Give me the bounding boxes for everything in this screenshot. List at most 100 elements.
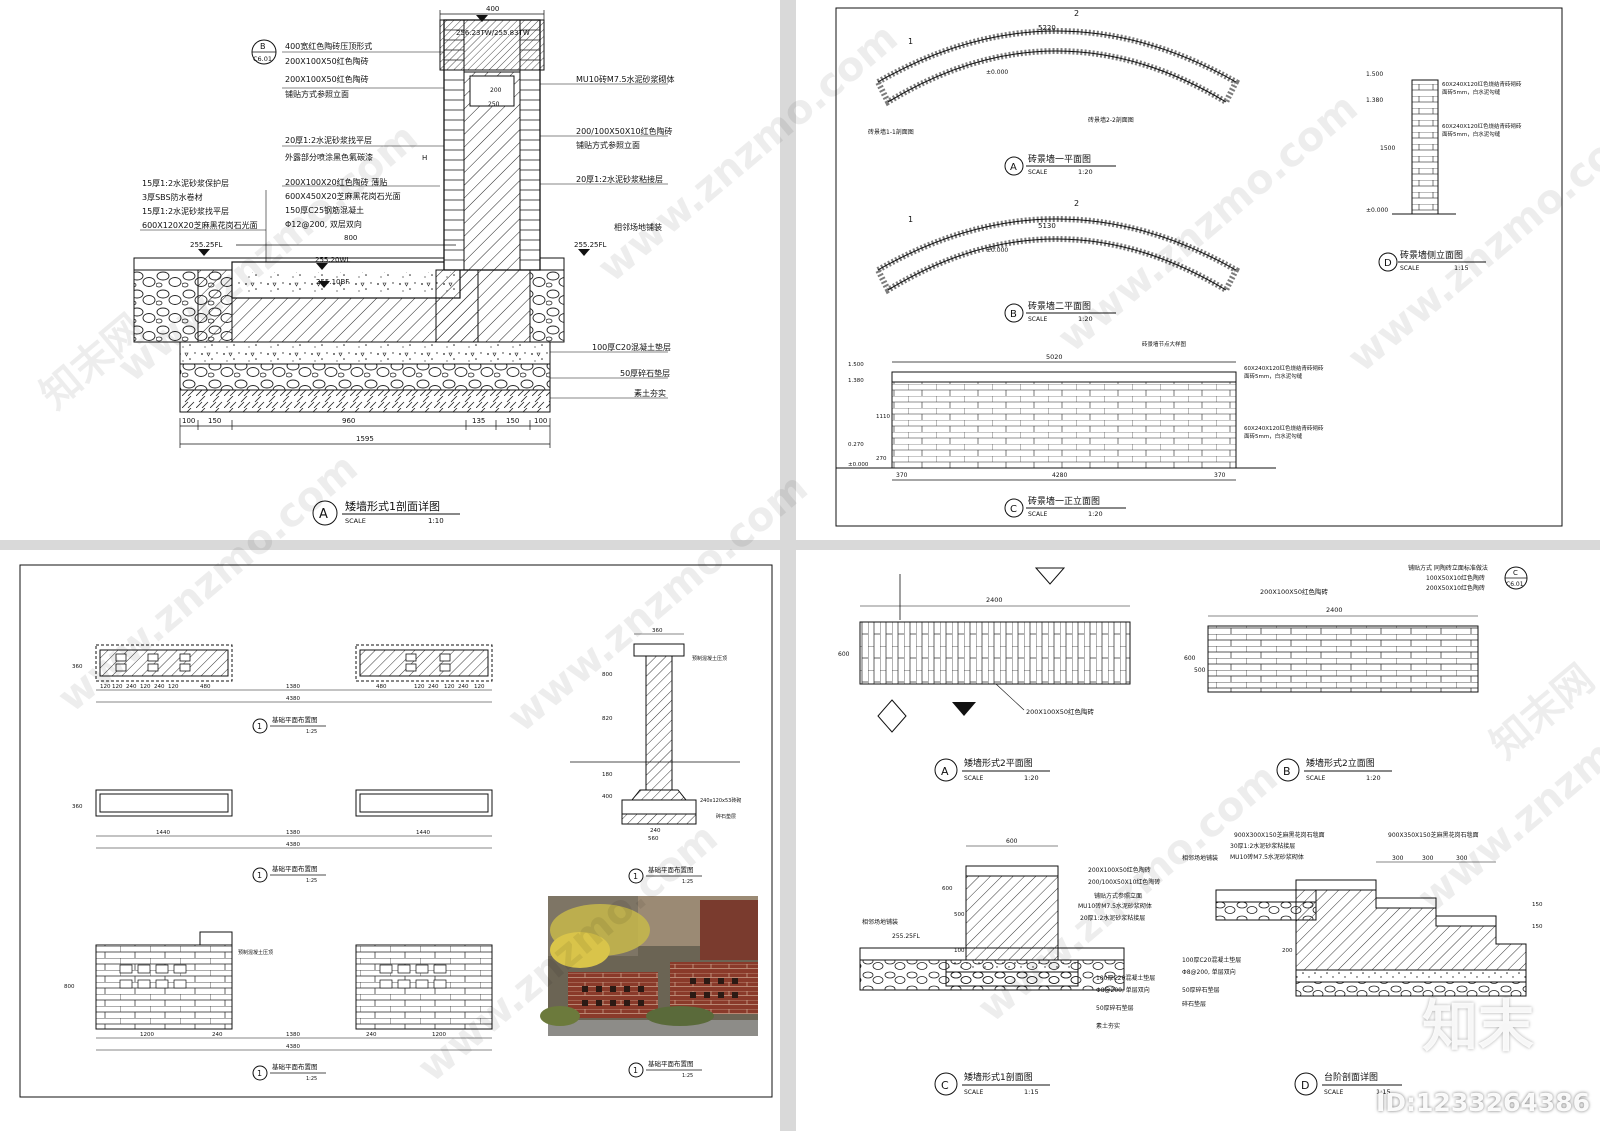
side-elevation: 1.500 1.380 1500 ±0.000 60X240X120红色烧结青砖… xyxy=(1366,71,1522,215)
pier-section: 360 240 560 800 820 180 400 预制混凝土压顶 240x… xyxy=(570,628,741,842)
steps-left-4: 50厚碎石垫层 xyxy=(1182,986,1220,994)
photo-scale: 1:25 xyxy=(682,1073,693,1079)
plan1-scale-label: SCALE xyxy=(1028,169,1047,176)
wall2-elev-h2: 500 xyxy=(1194,667,1206,674)
section-detail-drawing: 256.23TW/255.83TW 255.25FL 255.20WL 255.… xyxy=(133,5,675,526)
sec1-dim-1: 600 xyxy=(942,886,953,892)
fp2-dim-2: 1380 xyxy=(286,830,300,836)
wall2-elev-h1: 600 xyxy=(1184,655,1196,662)
callout-rebar: Φ12@200, 双层双向 xyxy=(285,219,362,229)
fp1-total: 4380 xyxy=(286,696,300,702)
fp2-total: 4380 xyxy=(286,842,300,848)
wall2-plan-letter: A xyxy=(941,765,949,778)
fe-height: 800 xyxy=(64,984,75,990)
plan2-scale: 1:20 xyxy=(1078,315,1093,323)
steps-section: 300 300 300 150 150 200 900X300X150芝麻黑花岗… xyxy=(1182,831,1543,1008)
callout-tile-pattern: 铺贴方式参照立面 xyxy=(285,89,349,99)
steps-note-2: 30厚1:2水泥砂浆粘接层 xyxy=(1230,842,1295,850)
sec1-note-9: 素土夯实 xyxy=(1096,1022,1120,1030)
panel-section-detail-a: 256.23TW/255.83TW 255.25FL 255.20WL 255.… xyxy=(0,0,780,540)
wall2-elevation: 2400 200X100X50红色陶砖 铺贴方式 同陶砖立面标准做法 100X5… xyxy=(1184,564,1528,693)
sec1-note-7: Φ8@200, 单层双向 xyxy=(1096,986,1150,994)
fp1-dim-9: 480 xyxy=(376,684,387,690)
steps-left-2: 100厚C20混凝土垫层 xyxy=(1182,956,1241,964)
steps-h-2: 150 xyxy=(1532,924,1543,930)
front-brick-note-1: 60X240X120红色烧结青砖砌砖 xyxy=(1244,364,1324,372)
front-top-dim: 5020 xyxy=(1046,353,1063,361)
plan-two-title: B 砖景墙二平面图 SCALE 1:20 xyxy=(1004,300,1116,323)
asset-id-label: ID:1233264386 xyxy=(1375,1088,1590,1117)
pier-title: 基础平面布置图 xyxy=(648,865,694,874)
steps-section-title: D 台阶剖面详图 SCALE 1:15 xyxy=(1294,1071,1402,1096)
sheet-frame xyxy=(835,7,1563,527)
detail-reference-bubble: B C6.01 xyxy=(251,39,277,65)
plan2-scale-label: SCALE xyxy=(1028,316,1047,323)
fp1-dim-6: 120 xyxy=(168,684,179,690)
dim-b-6: 100 xyxy=(534,417,547,425)
wall-footing xyxy=(435,269,531,343)
wall2-elev-ref-bottom: C6.01 xyxy=(1506,581,1524,588)
plan1-mark-1: 1 xyxy=(908,37,913,46)
fp1-title: 基础平面布置图 xyxy=(272,715,318,724)
fp1-circle: 1 xyxy=(257,722,262,731)
fp1-dim-11: 240 xyxy=(428,684,439,690)
fe-circle: 1 xyxy=(257,1069,262,1078)
front-title-text: 砖景墙一正立面图 xyxy=(1028,495,1100,507)
wall2-elev-note-3: 200X50X10红色陶砖 xyxy=(1426,584,1485,592)
bottom-dimension-values: 100 150 960 135 150 100 1595 xyxy=(182,417,547,443)
pier-circle: 1 xyxy=(633,872,638,881)
sec1-note-6: 100厚C20混凝土垫层 xyxy=(1096,974,1155,982)
steps-left-5: 碎石垫层 xyxy=(1182,1000,1206,1008)
plan2-level: ±0.000 xyxy=(986,247,1008,254)
pier-footing-dim: 560 xyxy=(648,836,659,842)
dim-core-inner: 250 xyxy=(488,101,500,108)
front-scale-label: SCALE xyxy=(1028,511,1047,518)
steps-scale-label: SCALE xyxy=(1324,1089,1343,1096)
wall2-plan-side: 600 xyxy=(838,651,850,658)
wall2-elev-note-1: 铺贴方式 同陶砖立面标准做法 xyxy=(1408,564,1488,572)
plan1-dim: 5220 xyxy=(1038,24,1056,32)
wall2-elev-ref-top: C xyxy=(1513,569,1518,577)
sec1-dim-3: 100 xyxy=(954,948,965,954)
foundation-plan-two: 1440 1380 1440 4380 360 xyxy=(72,789,493,849)
fp1-side: 360 xyxy=(72,664,83,670)
plan2-dim: 5130 xyxy=(1038,222,1056,230)
wall2-plan-dim: 2400 xyxy=(986,596,1003,604)
foundation-plan-one-title: 1 基础平面布置图 1:25 xyxy=(252,715,326,735)
panel-foundation-plans: 120 120 240 120 240 120 480 1380 480 120… xyxy=(0,550,780,1131)
steps-scale: 1:15 xyxy=(1376,1088,1391,1096)
callouts-top: 400宽红色陶砖压顶形式 200X100X50红色陶砖 200X100X50红色… xyxy=(282,41,444,162)
callout-tile-2: 200X100X50红色陶砖 xyxy=(285,74,369,84)
wall1-section-title: C 矮墙形式1剖面图 SCALE 1:15 xyxy=(934,1071,1050,1096)
fe-total: 4380 xyxy=(286,1044,300,1050)
low-wall-drawings: 2400 600 200X100X50红色陶砖 A 矮墙形式2平面图 SCALE… xyxy=(838,564,1543,1096)
plan1-letter: A xyxy=(1010,162,1017,173)
front-scale: 1:20 xyxy=(1088,510,1103,518)
steps-note-3: MU10砖M7.5水泥砂浆砌体 xyxy=(1230,853,1304,861)
side-joint-note: 面砖5mm，白水泥勾缝 xyxy=(1442,88,1501,96)
wall2-elev-scale-label: SCALE xyxy=(1306,775,1325,782)
wall2-elev-title-text: 矮墙形式2立面图 xyxy=(1306,757,1375,769)
brick-wall-drawings: 5220 ±0.000 1 2 砖景墙2-2剖面图 砖景墙1-1剖面图 A 砖景… xyxy=(835,7,1563,527)
fp1-scale: 1:25 xyxy=(306,729,317,735)
gravel-cushion xyxy=(179,363,551,391)
dim-total: 1595 xyxy=(356,435,374,443)
fe-dim-5: 1200 xyxy=(432,1032,446,1038)
sec1-top-dim: 600 xyxy=(1006,838,1018,845)
fe-cap-note: 预制混凝土压顶 xyxy=(238,949,273,956)
steps-title-text: 台阶剖面详图 xyxy=(1324,1071,1378,1083)
panel-low-wall-type-2: 2400 600 200X100X50红色陶砖 A 矮墙形式2平面图 SCALE… xyxy=(796,550,1600,1131)
level-left-floor: 255.25FL xyxy=(190,241,223,249)
fp1-dim-13: 240 xyxy=(458,684,469,690)
pier-cap-note: 预制混凝土压顶 xyxy=(692,655,727,662)
wall-coping xyxy=(439,19,545,71)
rammed-earth xyxy=(179,389,551,413)
title-scale: 1:10 xyxy=(428,517,444,525)
pier-base-dim: 240 xyxy=(650,828,661,834)
sec1-note-1: 200X100X50红色陶砖 xyxy=(1088,866,1151,874)
wall2-plan-title: A 矮墙形式2平面图 SCALE 1:20 xyxy=(934,757,1050,782)
title-scale-label: SCALE xyxy=(345,517,366,525)
steps-left-3: Φ8@200, 单层双向 xyxy=(1182,968,1236,976)
front-joint-note-1: 面砖5mm，白水泥勾缝 xyxy=(1244,372,1303,380)
callout-fluorocarbon: 外露部分喷涂黑色氟碳漆 xyxy=(285,152,373,162)
